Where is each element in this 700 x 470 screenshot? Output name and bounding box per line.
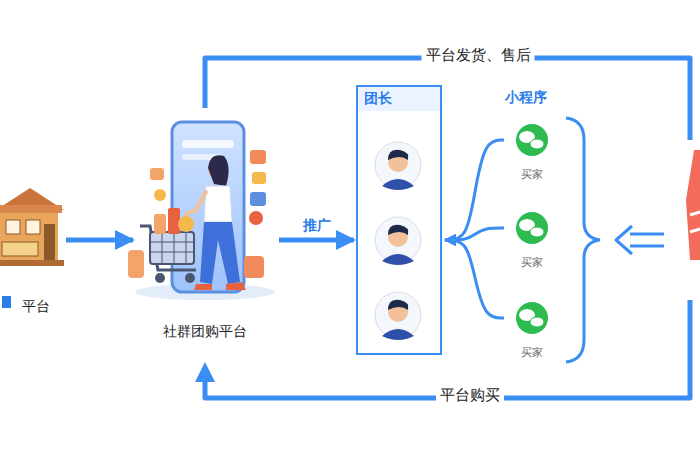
wechat-icon: [530, 317, 544, 327]
shopping-illustration: [194, 284, 212, 290]
shopping-illustration: [150, 232, 194, 264]
flow-arrow: [445, 140, 504, 240]
leader-avatar: [382, 179, 414, 190]
shopping-illustration: [200, 222, 240, 284]
shopping-illustration: [204, 186, 232, 222]
shop-icon: [2, 242, 38, 256]
platform-node: 平台: [10, 185, 62, 315]
double-arrow: [616, 226, 664, 254]
platform-node: 社群团购平台: [135, 110, 275, 340]
buyer-figure: [690, 212, 700, 232]
leader-avatar: [382, 329, 414, 340]
purchase-loop-line: [205, 300, 690, 398]
shopping-illustration: [178, 216, 194, 232]
shopping-illustration: [168, 208, 180, 234]
shopping-illustration: [186, 192, 206, 214]
buyer-node: 买家: [508, 210, 556, 270]
right-brace: [566, 118, 600, 362]
node-text: 买家: [521, 346, 543, 360]
shopping-illustration: [182, 140, 234, 148]
leader-avatar: [388, 300, 408, 310]
shop-icon: [44, 224, 55, 260]
buyer-figure: [686, 150, 700, 260]
purchase-loop-line: [205, 300, 690, 398]
wechat-icon: [530, 227, 544, 237]
shop-icon: [0, 260, 64, 266]
shop-icon: [6, 220, 20, 234]
wechat-icon: [516, 212, 548, 244]
double-arrow: [630, 234, 664, 246]
flow-arrow: [279, 238, 354, 243]
wechat-icon: [516, 212, 548, 244]
wechat-icon: [530, 139, 544, 149]
leader-avatar: [382, 254, 414, 265]
shopping-illustration: [244, 256, 264, 278]
shopping-illustration: [249, 211, 263, 225]
node-text: 平台: [22, 298, 50, 316]
node-text: 团长: [358, 87, 440, 111]
flow-arrow: [445, 228, 504, 240]
shop-icon: [0, 208, 58, 260]
shopping-illustration: [252, 172, 266, 184]
shopping-illustration: [150, 232, 194, 264]
platform-marker: [2, 296, 11, 308]
leader-avatar: [388, 225, 408, 235]
group-label: 小程序: [501, 88, 551, 106]
shop-icon: [0, 205, 62, 213]
flow-arrow: [66, 238, 133, 243]
right-brace: [566, 118, 600, 362]
shopping-illustration: [154, 214, 166, 234]
leader-avatar: [375, 142, 421, 190]
shopping-illustration: [172, 122, 244, 292]
shopping-illustration: [155, 273, 165, 283]
buyer-figure: [686, 150, 700, 260]
edge-label: 推广: [299, 216, 335, 234]
shopping-illustration: [128, 250, 144, 278]
shopping-illustration: [185, 273, 195, 283]
flow-label: 平台购买: [436, 386, 504, 406]
leader-avatar: [375, 292, 421, 340]
node-text: 买家: [521, 168, 543, 182]
shopping-illustration: [154, 189, 166, 201]
buyer-node: 买家: [508, 300, 556, 360]
platform-marker: [2, 296, 11, 308]
shopping-illustration: [208, 155, 229, 186]
node-text: 买家: [521, 256, 543, 270]
shopping-illustration: [150, 168, 164, 180]
wechat-icon: [516, 302, 548, 334]
buyer-node: 买家: [508, 122, 556, 182]
shop-icon: [26, 220, 40, 234]
shopping-illustration: [226, 282, 246, 290]
flow-arrow: [445, 240, 504, 318]
leader-avatar: [375, 217, 421, 265]
shop-icon: [0, 188, 64, 266]
shopping-illustration: [250, 150, 266, 164]
shopping-illustration: [128, 122, 275, 300]
flow-label: 平台发货、售后: [422, 46, 535, 66]
leader-box: 团长: [356, 85, 442, 355]
double-arrow: [616, 226, 632, 254]
leader-avatar: [388, 150, 408, 160]
wechat-icon: [516, 302, 548, 334]
delivery-loop-line: [205, 58, 690, 140]
shopping-illustration: [140, 226, 196, 270]
wechat-icon: [516, 124, 548, 156]
delivery-loop-line: [205, 58, 690, 140]
shopping-illustration: [250, 192, 266, 206]
wechat-icon: [516, 124, 548, 156]
node-text: 社群团购平台: [163, 323, 247, 341]
